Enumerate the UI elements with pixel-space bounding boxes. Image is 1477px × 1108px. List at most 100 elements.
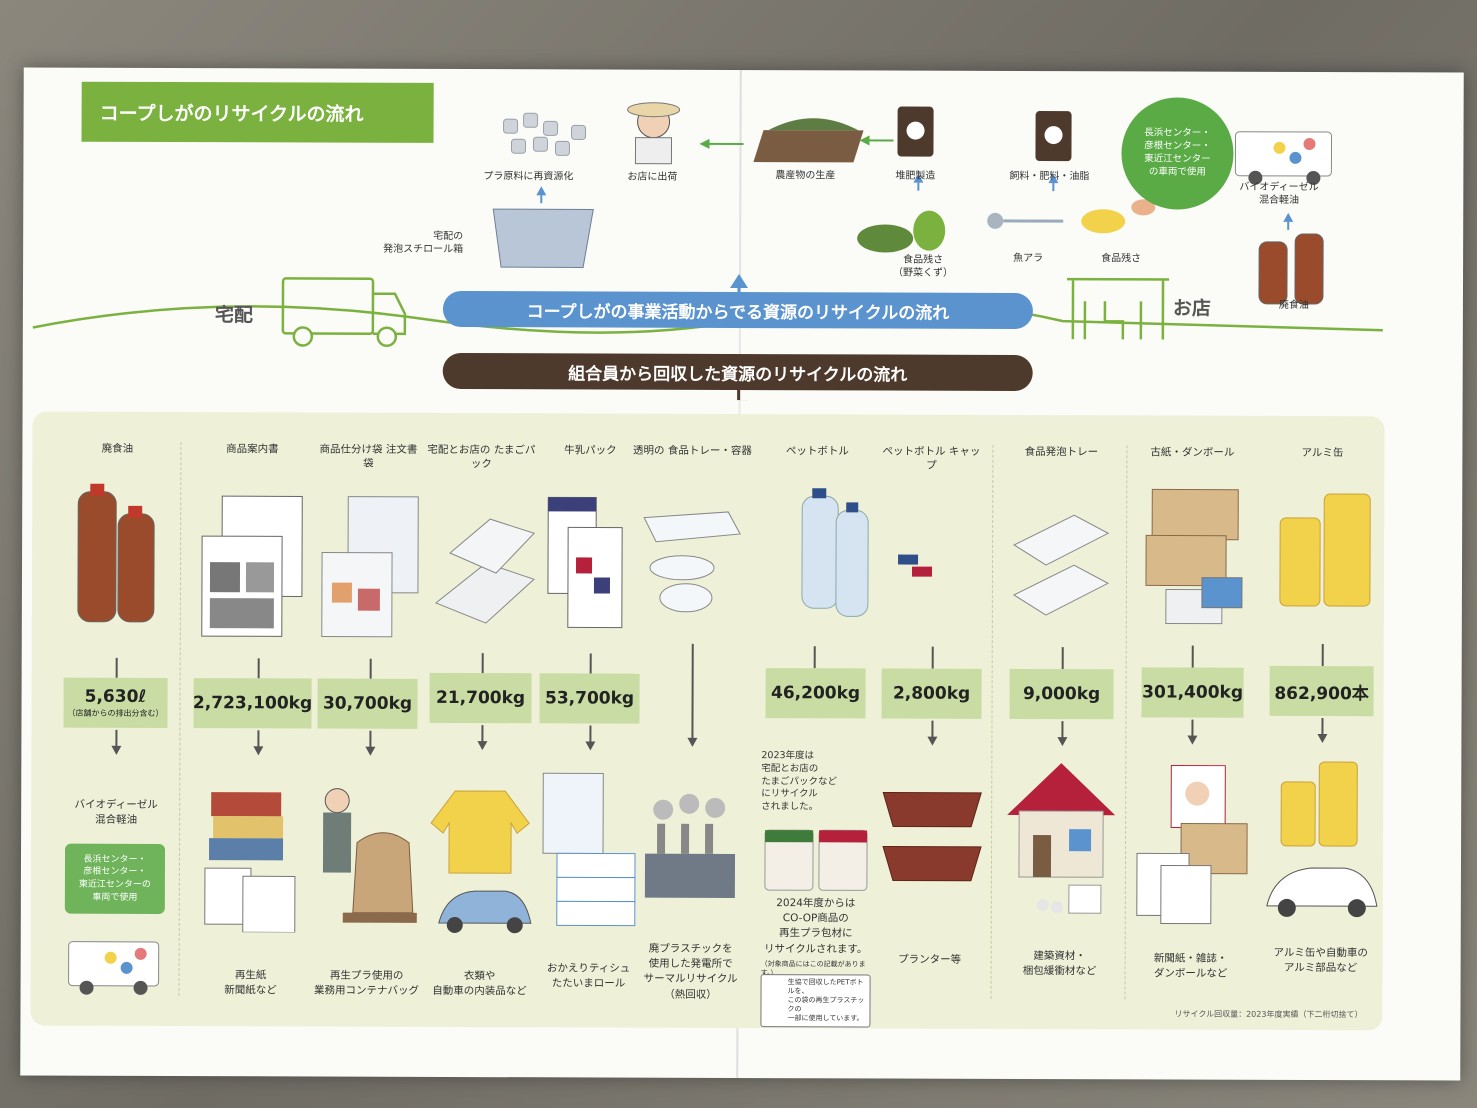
output-text: 2024年度からは CO-OP商品の 再生プラ包材に リサイクルされます。	[763, 897, 868, 956]
flow-line	[481, 653, 484, 674]
flow-line	[115, 657, 118, 678]
output-text: おかえりティシュ たたいまロール	[546, 962, 631, 990]
column-aluminum-can: アルミ缶 862,900本 アルミ缶や自動車の アルミ部品など	[1260, 416, 1382, 1030]
value: 301,400kg	[1142, 682, 1244, 703]
column-separator	[990, 444, 994, 999]
value: 21,700kg	[435, 687, 526, 709]
value: 5,630ℓ	[84, 686, 147, 707]
column-head: アルミ缶	[1301, 446, 1344, 460]
column-head: 牛乳パック	[564, 444, 617, 457]
output-text: プランター等	[898, 953, 962, 966]
value-box: 301,400kg	[1141, 667, 1244, 718]
flow-arrowhead	[687, 737, 698, 747]
column-head: 廃食油	[101, 442, 134, 455]
output-text: バイオディーゼル 混合軽油	[74, 798, 158, 827]
value-note: （店舗からの排出分含む）	[67, 708, 164, 718]
milk-carton-icon	[547, 496, 623, 629]
worker-bag-icon	[322, 788, 417, 923]
output-text: 再生紙 新聞紙など	[224, 969, 277, 997]
flow-line	[691, 643, 694, 740]
value: 30,700kg	[322, 693, 413, 714]
oil-vehicle-note: 長浜センター・ 彦根センター・ 東近江センターの 車両で使用	[64, 843, 166, 914]
flow-arrowhead	[477, 741, 488, 751]
output-text: 建築資材・ 梱包緩衝材など	[1022, 950, 1097, 978]
flow-line	[1061, 647, 1064, 670]
value: 46,200kg	[771, 683, 861, 704]
flow-line	[1321, 644, 1324, 667]
cardboard-icon	[1145, 488, 1243, 625]
power-plant-icon	[644, 793, 736, 898]
column-head: 商品案内書	[226, 443, 279, 456]
value-box: 5,630ℓ（店舗からの排出分含む）	[63, 677, 168, 728]
column-separator	[1124, 445, 1128, 1000]
output-text: 衣類や 自動車の内装品など	[432, 970, 527, 998]
can-car-icon	[1266, 761, 1378, 918]
column-head: 透明の 食品トレー・容器	[632, 444, 752, 458]
curry-package-icon	[764, 829, 868, 891]
value-box: 46,200kg	[765, 668, 866, 719]
bottle-cap-icon	[898, 554, 933, 577]
flow-line	[931, 646, 934, 669]
value-box: 21,700kg	[429, 672, 532, 724]
value-box: 9,000kg	[1009, 668, 1114, 720]
flow-arrowhead	[253, 746, 264, 756]
label-produce: 農産物の生産	[775, 170, 836, 182]
sweater-car-icon	[430, 790, 532, 934]
column-waste-paper: 古紙・ダンボール 301,400kg 新聞紙・雑誌・ ダンボールなど	[1130, 415, 1252, 1029]
flow-arrowhead	[927, 736, 938, 746]
books-icon	[204, 792, 296, 933]
egg-pack-icon	[434, 518, 536, 624]
column-bottle-cap: ペットボトル キャップ 2,800kg プランター等	[876, 414, 984, 1028]
flow-arrowhead	[585, 741, 596, 751]
sprout-label: 生協で回収したPETボトルを、 この袋の再生プラスチックの 一部に使用しています…	[760, 974, 871, 1028]
bus-icon	[68, 941, 160, 995]
vehicle-usage-bubble: 長浜センター・ 彦根センター・ 東近江センター の車両で使用	[1121, 97, 1234, 210]
flow-line	[369, 658, 372, 679]
newspaper-icon	[201, 495, 303, 637]
column-head: 食品発泡トレー	[1024, 445, 1099, 459]
pet-2023-note: 2023年度は 宅配とお店の たまごパックなど にリサイクル されました。	[761, 750, 838, 813]
oil-bottles-icon	[77, 483, 155, 623]
label-plastic-recycle: プラ原料に再資源化	[483, 171, 574, 183]
label-delivery: 宅配	[214, 304, 253, 327]
output-text: 廃プラスチックを 使用した発電所で サーマルリサイクル （熱回収）	[643, 942, 738, 1001]
column-catalog: 商品案内書 2,723,100kg 再生紙 新聞紙など	[190, 412, 312, 1026]
pet-bottle-icon	[801, 488, 869, 617]
label-fish-bones: 魚アラ	[1013, 252, 1044, 265]
column-milk-carton: 牛乳パック 53,700kg おかえりティシュ たたいまロール	[536, 413, 642, 1027]
column-head: ペットボトル キャップ	[882, 445, 981, 472]
value: 2,800kg	[892, 683, 971, 704]
label-feed: 飼料・肥料・油脂	[1009, 170, 1090, 183]
column-clear-tray: 透明の 食品トレー・容器 廃プラスチックを 使用した発電所で サーマルリサイクル…	[630, 414, 752, 1028]
foam-tray-icon	[1012, 514, 1110, 616]
column-bags: 商品仕分け袋 注文書袋 30,700kg 再生プラ使用の 業務用コンテナバッグ	[312, 413, 422, 1027]
label-ship-to-store: お店に出荷	[627, 171, 678, 183]
column-head: 古紙・ダンボール	[1150, 446, 1235, 459]
output-text: 再生プラ使用の 業務用コンテナバッグ	[314, 969, 420, 998]
tissue-roll-icon	[542, 772, 636, 927]
value: 2,723,100kg	[192, 693, 313, 714]
label-veg-waste: 食品残さ （野菜くず）	[893, 254, 954, 279]
flow-line	[589, 653, 592, 674]
column-used-oil: 廃食油 5,630ℓ（店舗からの排出分含む） バイオディーゼル 混合軽油 長浜セ…	[60, 412, 172, 1026]
flow-arrowhead	[111, 745, 122, 755]
member-recycling-panel: 廃食油 5,630ℓ（店舗からの排出分含む） バイオディーゼル 混合軽油 長浜セ…	[30, 411, 1385, 1031]
flow-line	[1191, 645, 1194, 668]
recycling-flow-poster: コープしがのリサイクルの流れ	[20, 67, 1464, 1081]
column-head: 商品仕分け袋 注文書袋	[319, 443, 418, 470]
clear-tray-icon	[643, 511, 741, 613]
column-head: ペットボトル	[785, 445, 849, 458]
flow-arrowhead	[1057, 737, 1068, 747]
planter-icon	[882, 791, 982, 882]
label-compost: 堆肥製造	[895, 170, 936, 182]
business-flow-bar: コープしがの事業活動からでる資源のリサイクルの流れ	[442, 290, 1033, 330]
column-head: 宅配とお店の たまごパック	[427, 443, 536, 471]
value: 53,700kg	[544, 688, 635, 709]
column-pet-bottle: ペットボトル 46,200kg 2023年度は 宅配とお店の たまごパックなど …	[760, 414, 872, 1028]
flow-arrowhead	[365, 746, 376, 756]
flow-arrowhead	[1317, 734, 1328, 744]
label-store: お店	[1172, 297, 1211, 320]
plastic-bag-icon	[321, 496, 419, 638]
value-box: 30,700kg	[317, 678, 418, 729]
label-styrofoam: 宅配の 発泡スチロール箱	[383, 230, 464, 255]
